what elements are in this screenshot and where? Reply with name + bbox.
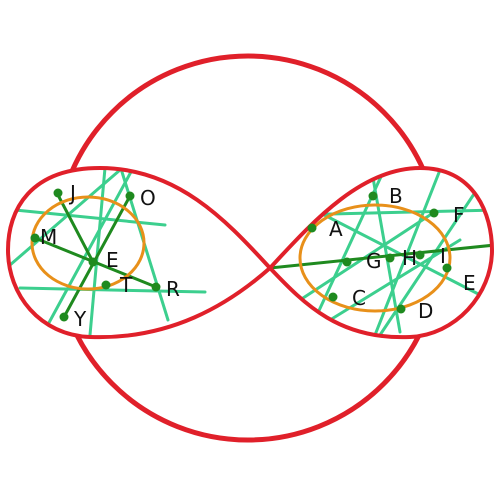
- label-F: F: [453, 203, 465, 227]
- label-Y: Y: [73, 307, 87, 331]
- label-J: J: [68, 181, 76, 205]
- point-B: [368, 191, 378, 201]
- label-T: T: [119, 273, 133, 297]
- right-lobe-outline: [267, 165, 495, 340]
- point-E-right: [442, 263, 452, 273]
- label-E-right: E: [463, 271, 476, 295]
- point-T: [101, 280, 111, 290]
- left-lobe-outline: [5, 165, 273, 340]
- right-points: [307, 191, 452, 314]
- point-Y: [59, 312, 69, 322]
- label-A: A: [329, 217, 343, 241]
- label-O: O: [140, 186, 156, 210]
- point-E-left: [88, 257, 98, 267]
- left-ellipse: [30, 195, 146, 291]
- label-E-left: E: [106, 248, 119, 272]
- label-B: B: [389, 184, 403, 208]
- point-C: [328, 292, 338, 302]
- label-H: H: [402, 246, 417, 270]
- label-D: D: [418, 299, 433, 323]
- label-R: R: [166, 277, 180, 301]
- point-M: [30, 233, 40, 243]
- label-C: C: [352, 286, 366, 310]
- point-A: [307, 223, 317, 233]
- point-F: [429, 208, 439, 218]
- label-M: M: [40, 225, 57, 249]
- point-G: [342, 257, 352, 267]
- left-lobe-fill: [8, 168, 270, 338]
- right-ellipse: [298, 203, 452, 313]
- left-points: [30, 188, 161, 322]
- point-D: [396, 304, 406, 314]
- point-J: [53, 188, 63, 198]
- point-R: [151, 282, 161, 292]
- label-I: I: [440, 244, 446, 268]
- point-H: [385, 253, 395, 263]
- point-O: [125, 191, 135, 201]
- label-G: G: [366, 249, 382, 273]
- point-I: [415, 250, 425, 260]
